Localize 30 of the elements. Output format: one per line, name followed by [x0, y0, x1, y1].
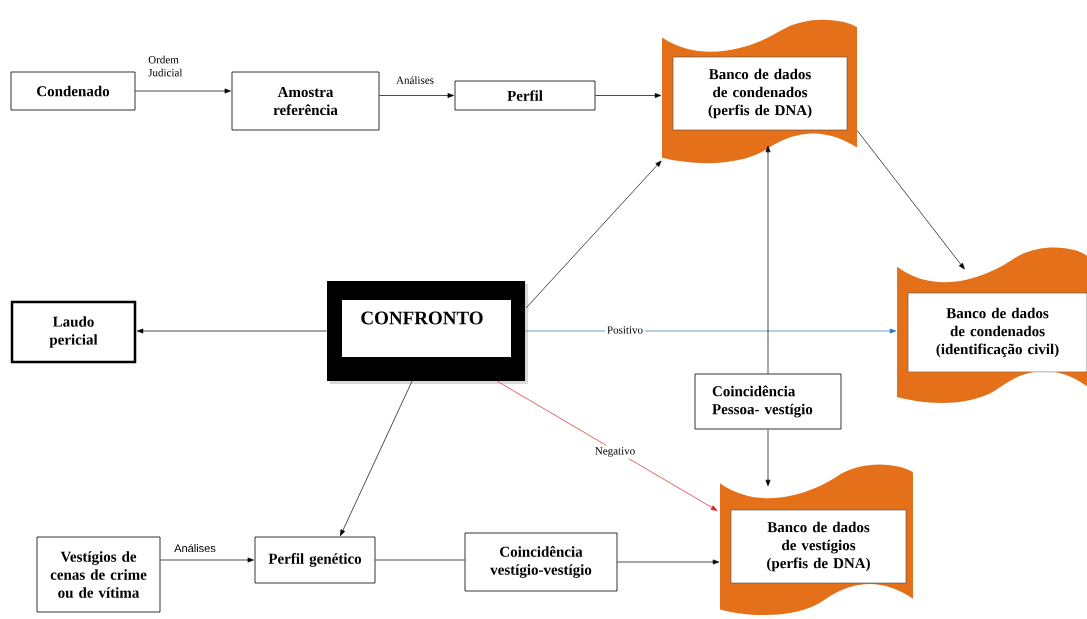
edge-label: Ordem Judicial [148, 55, 183, 77]
arrow [379, 93, 454, 98]
arrow [160, 557, 254, 563]
process-box: Perfil [454, 80, 596, 111]
comparison-box: CONFRONTO [327, 281, 528, 384]
process-box: Laudo pericial [10, 300, 137, 364]
process-box: Perfil genético [254, 536, 376, 584]
arrow [496, 380, 718, 511]
arrow [136, 328, 328, 334]
edge-label: Análises [396, 76, 434, 84]
arrow [765, 429, 771, 487]
database-banner: Banco de dados de condenados (identificação civil) [897, 247, 1087, 403]
arrow [617, 559, 720, 565]
database-banner: Banco de dados de vestígios (perfis de DNA) [720, 464, 913, 616]
arrow [765, 145, 771, 374]
edge-label: Positivo [604, 324, 646, 336]
database-banner: Banco de dados de condenados (perfis de DNA) [662, 19, 857, 164]
process-box: Coincidência Pessoa- vestígio [694, 373, 842, 430]
process-box: Amostra referência [231, 71, 380, 131]
arrow [135, 88, 231, 94]
arrow [856, 130, 965, 270]
edge-label: Análises [174, 543, 216, 553]
edge-label: Negativo [592, 445, 638, 459]
process-box: Vestígios de cenas de crime ou de vítima [36, 536, 161, 613]
arrow [340, 380, 413, 536]
process-box: Coincidência vestígio-vestígio [464, 532, 618, 592]
process-box: Condenado [10, 71, 136, 111]
arrow [524, 328, 897, 334]
arrow [595, 93, 662, 98]
arrow [525, 160, 662, 309]
